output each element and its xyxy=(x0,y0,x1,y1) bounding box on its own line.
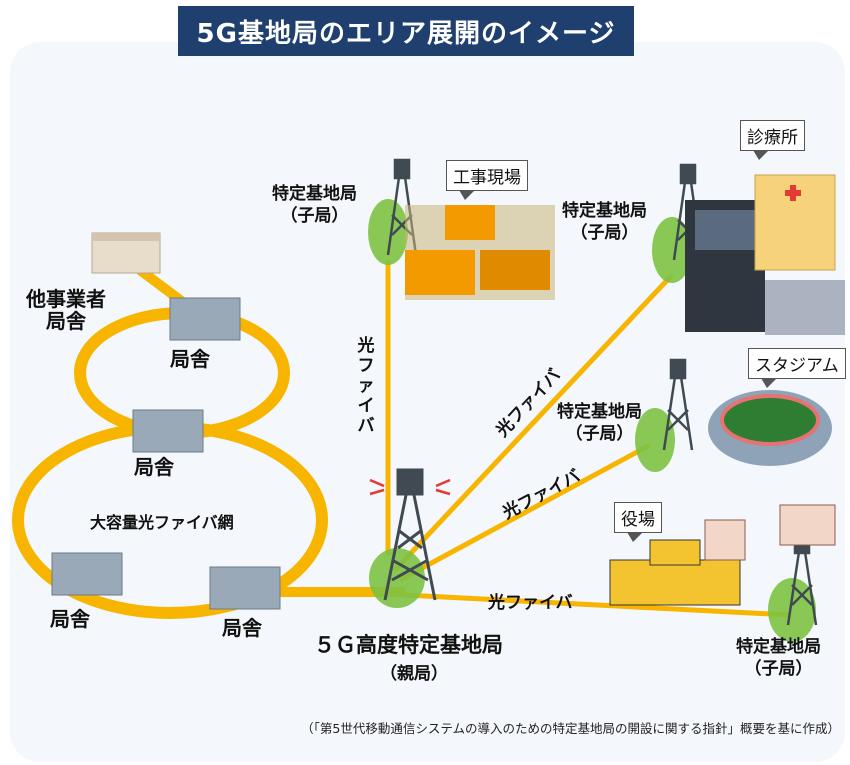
fiber-char: 光 xyxy=(357,336,375,356)
fiber-link-clinic xyxy=(393,273,674,572)
other-operator-label: 他事業者 局舎 xyxy=(26,288,106,332)
fiber-link-stadium xyxy=(398,442,652,583)
page-title: 5G基地局のエリア展開のイメージ xyxy=(178,6,634,56)
building-icon-office-3 xyxy=(51,552,123,596)
office-label-4: 局舎 xyxy=(222,616,262,640)
other-operator-label-line1: 他事業者 xyxy=(26,287,106,311)
town-hall-image xyxy=(609,504,836,606)
sub-station-label-line2: （子局） xyxy=(565,424,634,444)
sub-station-label-line1: 特定基地局 xyxy=(736,637,821,657)
callout-stadium: スタジアム xyxy=(748,348,846,388)
main-station-sub-label: （親局） xyxy=(380,664,448,684)
clinic-image xyxy=(685,174,845,335)
callout-construction: 工事現場 xyxy=(446,160,528,200)
fiber-char: ァ xyxy=(357,376,375,396)
fiber-label-town: 光ファイバ xyxy=(488,593,573,613)
callout-clinic: 診療所 xyxy=(740,120,805,160)
building-icon-office-2 xyxy=(132,409,204,453)
callout-town-hall: 役場 xyxy=(614,502,662,542)
main-station-label: ５Ｇ高度特定基地局 xyxy=(314,633,503,657)
sub-station-label-line1: 特定基地局 xyxy=(562,201,647,221)
tower-icon-stadium xyxy=(662,358,694,451)
office-label-1: 局舎 xyxy=(170,347,210,371)
building-icon-office-4 xyxy=(209,566,281,610)
bubble-construction xyxy=(368,199,408,265)
fiber-char: イ xyxy=(357,396,375,416)
network-label: 大容量光ファイバ網 xyxy=(90,513,234,532)
stadium-image xyxy=(708,390,832,466)
sub-station-label-line2: （子局） xyxy=(744,659,813,679)
construction-site-image xyxy=(405,205,555,300)
sub-station-label-town: 特定基地局 （子局） xyxy=(736,636,821,680)
sub-station-label-line2: （子局） xyxy=(280,206,349,226)
sub-station-label-clinic: 特定基地局 （子局） xyxy=(562,200,647,244)
fiber-link-town xyxy=(404,592,791,618)
tower-icon-construction xyxy=(386,158,418,256)
sub-station-label-construction: 特定基地局 （子局） xyxy=(272,183,357,227)
sub-station-label-line2: （子局） xyxy=(570,223,639,243)
bubble-clinic xyxy=(652,217,692,283)
background-panel xyxy=(10,42,845,762)
fiber-label-vertical: 光 フ ァ イ バ xyxy=(356,336,376,436)
building-icon-other-operator xyxy=(91,232,161,274)
fiber-char: フ xyxy=(357,356,375,376)
bubble-stadium xyxy=(635,408,675,472)
sub-station-label-line1: 特定基地局 xyxy=(557,402,642,422)
signal-icon-main xyxy=(369,478,451,496)
sub-station-label-line1: 特定基地局 xyxy=(272,184,357,204)
other-operator-label-line2: 局舎 xyxy=(46,309,86,333)
building-icon-office-1 xyxy=(169,297,241,341)
sub-station-label-stadium: 特定基地局 （子局） xyxy=(557,401,642,445)
main-tower-icon xyxy=(383,468,437,601)
office-label-3: 局舎 xyxy=(50,607,90,631)
footnote: （「第5世代移動通信システムの導入のための特定基地局の開設に関する指針」概要を基… xyxy=(301,721,840,736)
office-label-2: 局舎 xyxy=(134,455,174,479)
fiber-char: バ xyxy=(357,416,375,436)
